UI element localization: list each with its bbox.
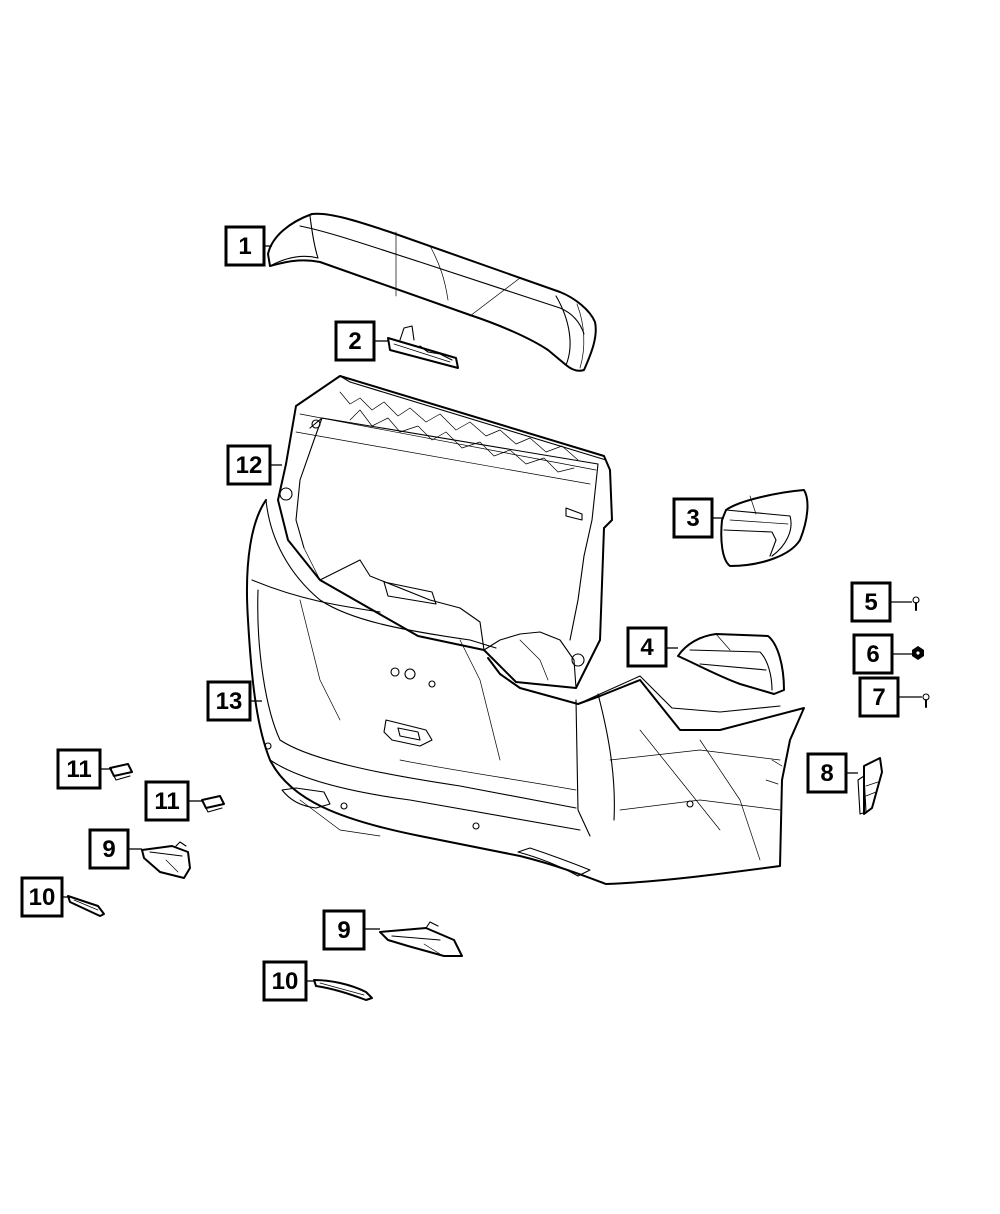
callout-8-label: 8 — [820, 760, 833, 787]
part-11-sensor-b — [201, 795, 225, 813]
part-10-trim-left — [67, 895, 105, 917]
part-10-trim-right — [313, 979, 373, 1001]
callout-5: 5 — [850, 581, 892, 623]
leader-lines — [62, 245, 922, 982]
part-4-tail-lamp-body — [677, 633, 785, 695]
callout-11-right-label: 11 — [154, 788, 179, 815]
callout-11-left-label: 11 — [66, 756, 91, 783]
part-9-lamp-right — [379, 921, 463, 957]
part-5-screw — [912, 596, 920, 611]
callout-1: 1 — [224, 225, 266, 267]
part-1-spoiler — [267, 212, 597, 372]
callout-11-right: 11 — [144, 780, 190, 822]
callout-10-right-label: 10 — [272, 968, 299, 995]
callout-2-label: 2 — [348, 328, 361, 355]
callout-7: 7 — [858, 676, 900, 718]
callout-3: 3 — [672, 497, 714, 539]
callout-1-label: 1 — [238, 233, 251, 260]
callout-10-left: 10 — [20, 876, 64, 918]
part-8-bracket — [857, 757, 883, 815]
callout-9-left: 9 — [88, 828, 130, 870]
part-3-tail-lamp-liftgate — [720, 489, 809, 567]
callout-9-left-label: 9 — [102, 836, 115, 863]
callout-10-right: 10 — [262, 960, 308, 1002]
part-2-center-high-mount-stop-lamp — [387, 325, 459, 369]
part-11-sensor-a — [109, 763, 133, 781]
callout-9-right: 9 — [322, 909, 366, 951]
callout-2: 2 — [334, 320, 376, 362]
callout-5-label: 5 — [864, 589, 877, 616]
callout-4: 4 — [626, 626, 668, 668]
callout-13-label: 13 — [216, 688, 243, 715]
callout-12: 12 — [226, 444, 272, 486]
callout-6: 6 — [852, 633, 894, 675]
part-12-liftgate — [277, 375, 613, 689]
callout-6-label: 6 — [866, 641, 879, 668]
callout-8: 8 — [806, 752, 848, 794]
callout-11-left: 11 — [56, 748, 102, 790]
callout-7-label: 7 — [872, 684, 885, 711]
part-13-rear-fascia — [245, 499, 805, 885]
callout-10-left-label: 10 — [29, 884, 56, 911]
callout-12-label: 12 — [236, 452, 263, 479]
callout-13: 13 — [206, 680, 252, 722]
callout-9-right-label: 9 — [337, 917, 350, 944]
part-9-lamp-left — [141, 841, 191, 879]
callout-3-label: 3 — [686, 505, 699, 532]
callout-4-label: 4 — [640, 634, 654, 661]
part-7-screw — [922, 693, 930, 708]
part-6-nut — [912, 646, 924, 660]
